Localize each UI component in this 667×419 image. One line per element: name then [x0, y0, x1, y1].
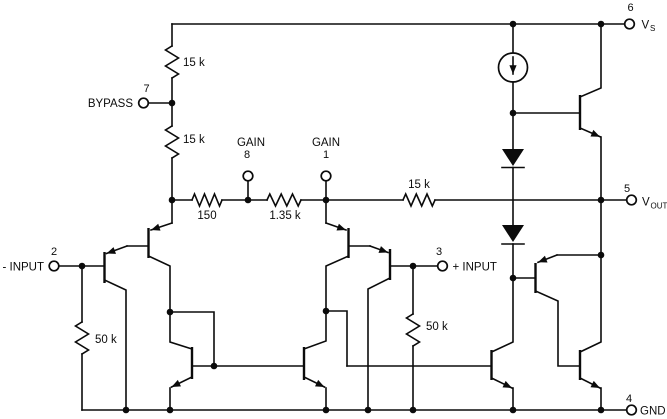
pin-gain-8: GAIN 8 [237, 137, 265, 182]
resistor-value: 15 k [183, 134, 205, 146]
pin-number: 5 [624, 183, 630, 195]
pin-terminal [320, 170, 332, 182]
diode-lower [501, 225, 525, 279]
pin-number: 3 [436, 246, 442, 258]
pin-output: 5 V OUT [624, 183, 667, 211]
resistor-value: 15 k [408, 179, 430, 191]
pin-terminal [48, 260, 60, 272]
pin-label-subscript: OUT [651, 202, 667, 211]
pin-number: 2 [51, 246, 57, 258]
resistor-value: 50 k [95, 334, 117, 346]
transistor-q1-neg-input-pnp [57, 244, 129, 411]
pin-terminal [623, 18, 636, 30]
transistor-output-left-npn [346, 277, 514, 411]
current-source [497, 23, 529, 114]
pin-label: GND [640, 406, 666, 418]
resistor-50k-pos-input: 50 k [404, 265, 448, 411]
resistor-value: 1.35 k [269, 210, 301, 222]
junction-dots [78, 20, 605, 414]
pin-number: 6 [627, 2, 633, 14]
resistor-value: 150 [197, 210, 216, 222]
pin-terminal [242, 170, 254, 182]
transistor-q2-neg-input-pnp [126, 199, 174, 313]
pin-label: GAIN [312, 137, 340, 149]
resistor-value: 15 k [183, 57, 205, 69]
pin-number: 8 [244, 149, 250, 161]
pin-number: 4 [626, 393, 632, 405]
pin-label: V [642, 197, 650, 209]
transistor-mirror-right-npn [302, 310, 327, 411]
resistor-value: 50 k [426, 321, 448, 333]
resistor-15k-supply-top: 15 k [163, 44, 205, 80]
resistor-1.35k-gain: 1.35 k [265, 192, 303, 222]
transistor-top-npn [512, 23, 602, 201]
pin-supply: 6 V S [623, 2, 655, 33]
resistor-150-gain: 150 [190, 191, 224, 222]
pin-bypass: 7 BYPASS [88, 83, 150, 110]
pin-label: BYPASS [88, 98, 133, 110]
pin-terminal [625, 194, 638, 206]
pin-label-subscript: S [650, 24, 655, 33]
pin-number: 7 [143, 83, 149, 95]
pin-label: V [642, 20, 650, 32]
wires [81, 23, 628, 411]
resistor-50k-neg-input: 50 k [73, 265, 117, 411]
pin-neg-input: 2 - INPUT [2, 246, 60, 274]
pin-terminal [137, 97, 150, 109]
pin-terminal [625, 404, 638, 416]
pin-gain-1: GAIN 1 [312, 137, 340, 182]
transistor-q4-pos-input-pnp [324, 199, 371, 312]
pin-label: - INPUT [2, 262, 44, 274]
pin-label: GAIN [237, 137, 265, 149]
pin-label: + INPUT [453, 262, 497, 274]
transistor-mirror-left-npn [169, 311, 194, 411]
pin-number: 1 [323, 149, 329, 161]
mirror-base-links [169, 310, 348, 367]
pin-ground: 4 GND [625, 393, 666, 418]
resistor-15k-supply-bypass: 15 k [163, 124, 205, 160]
transistor-driver-pnp [512, 253, 602, 367]
diode-upper [501, 112, 525, 226]
resistor-15k-feedback: 15 k [401, 179, 437, 208]
pin-pos-input: 3 + INPUT [436, 246, 497, 274]
transistor-output-right-npn [578, 199, 602, 411]
pin-terminal [436, 260, 449, 272]
